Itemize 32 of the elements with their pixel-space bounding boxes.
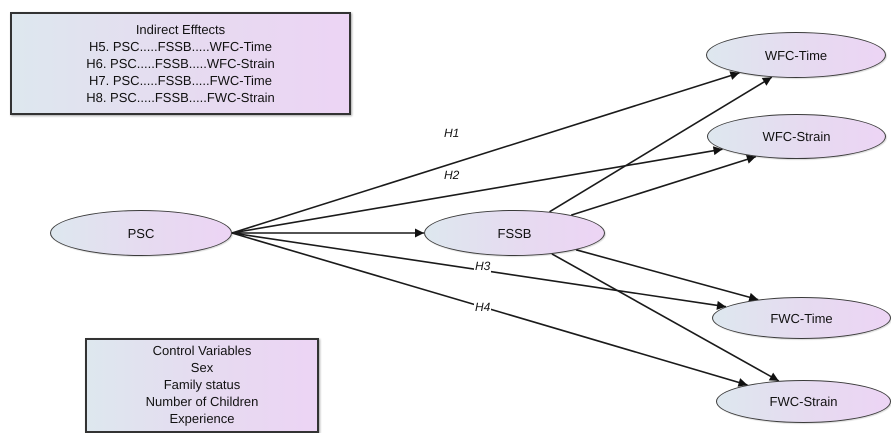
panel-line: Number of Children	[146, 393, 258, 410]
variable-label: FWC-Strain	[770, 394, 838, 409]
panel-heading: Control Variables	[152, 342, 252, 359]
panel-heading: Indirect Efftects	[136, 21, 226, 38]
edge-label: H2	[443, 168, 460, 182]
edge-label: H1	[443, 126, 460, 140]
arrow	[570, 155, 756, 216]
variable-label: WFC-Strain	[762, 129, 830, 144]
variable-ellipse	[707, 114, 886, 159]
panel-line: H7. PSC.....FSSB.....FWC-Time	[89, 72, 272, 89]
arrow	[232, 71, 740, 234]
arrow	[576, 249, 758, 302]
arrow	[232, 146, 723, 234]
arrow	[549, 76, 772, 212]
variable-label: WFC-Time	[764, 48, 828, 62]
panel-line: H5. PSC.....FSSB.....WFC-Time	[89, 38, 272, 55]
text-panel	[10, 12, 351, 115]
variable-label: FWC-Time	[770, 310, 833, 326]
panel-line: Family status	[164, 376, 240, 393]
text-panel	[85, 338, 319, 433]
edge-label: H4	[474, 300, 492, 314]
variable-ellipse	[716, 380, 891, 423]
panel-line: H6. PSC.....FSSB.....WFC-Strain	[86, 55, 275, 72]
panel-line: Experience	[169, 410, 235, 427]
panel-line: H8. PSC.....FSSB.....FWC-Strain	[86, 89, 275, 106]
variable-label: PSC	[128, 226, 154, 240]
variable-ellipse	[712, 297, 891, 339]
panel-line: Sex	[190, 359, 214, 376]
variable-label: FSSB	[498, 226, 532, 240]
arrow	[552, 253, 780, 382]
arrow	[232, 232, 748, 387]
edge-label: H3	[474, 259, 492, 273]
